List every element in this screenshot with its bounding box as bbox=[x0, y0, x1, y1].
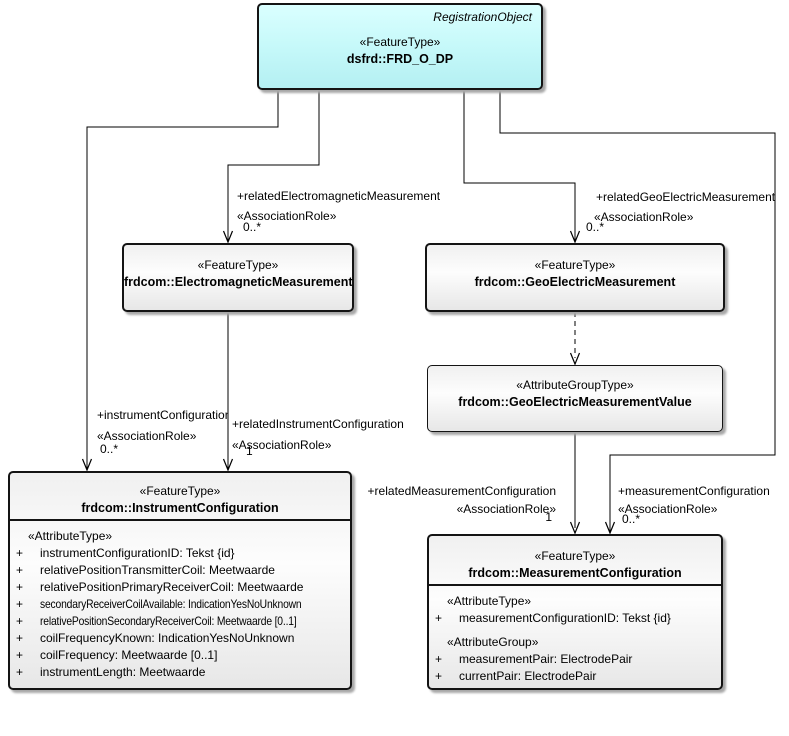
visibility-prefix: + bbox=[435, 669, 443, 683]
attribute-row: + instrumentConfigurationID: Tekst {id} bbox=[14, 545, 348, 562]
label-instrument-configuration: +instrumentConfiguration «AssociationRol… bbox=[97, 405, 228, 447]
role-name: +measurementConfiguration bbox=[618, 484, 770, 498]
attribute-text: secondaryReceiverCoilAvailable: Indicati… bbox=[40, 597, 302, 611]
visibility-prefix: + bbox=[16, 648, 24, 662]
attribute-text: relativePositionTransmitterCoil: Meetwaa… bbox=[40, 563, 275, 577]
attribute-row: + relativePositionTransmitterCoil: Meetwa… bbox=[14, 562, 348, 579]
visibility-prefix: + bbox=[16, 614, 24, 628]
attribute-text: currentPair: ElectrodePair bbox=[459, 669, 597, 683]
association-frd-to-measurement-configuration[interactable] bbox=[499, 90, 776, 535]
class-name: frdcom::GeoElectricMeasurementValue bbox=[458, 395, 692, 409]
association-frd-to-geoelectric-measurement[interactable] bbox=[463, 90, 581, 244]
visibility-prefix: + bbox=[16, 563, 24, 577]
class-header: «FeatureType» dsfrd::FRD_O_DP bbox=[259, 5, 541, 68]
stereotype-label: «FeatureType» bbox=[197, 258, 279, 272]
attribute-text: relativePositionPrimaryReceiverCoil: Mee… bbox=[40, 580, 304, 594]
attribute-section-stereotype: «AttributeType» bbox=[28, 529, 113, 543]
role-name: +instrumentConfiguration bbox=[97, 408, 228, 422]
attribute-row: + coilFrequencyKnown: IndicationYesNoUnkn… bbox=[14, 630, 348, 647]
attribute-text: measurementConfigurationID: Tekst {id} bbox=[459, 611, 671, 625]
visibility-prefix: + bbox=[16, 597, 24, 611]
association-value-to-measurement-configuration[interactable] bbox=[569, 432, 581, 535]
multiplicity-related-instrument-configuration: 1 bbox=[246, 444, 253, 458]
visibility-prefix: + bbox=[16, 546, 24, 560]
attribute-row: + secondaryReceiverCoilAvailable: Indicat… bbox=[14, 596, 348, 613]
role-name: +relatedMeasurementConfiguration bbox=[367, 484, 556, 498]
association-frd-to-electromagnetic-measurement[interactable] bbox=[222, 90, 320, 244]
label-related-measurement-configuration: +relatedMeasurementConfiguration «Associ… bbox=[330, 482, 556, 518]
association-role-stereotype: «AssociationRole» bbox=[97, 429, 197, 443]
attribute-row: + currentPair: ElectrodePair bbox=[433, 668, 719, 685]
class-frd-o-dp[interactable]: RegistrationObject «FeatureType» dsfrd::… bbox=[257, 3, 543, 90]
role-name: +relatedElectromagneticMeasurement bbox=[237, 189, 441, 203]
association-role-stereotype: «AssociationRole» bbox=[237, 209, 337, 223]
attribute-compartment: «AttributeType» + instrumentConfigurationI… bbox=[10, 519, 350, 681]
attribute-row: + relativePositionPrimaryReceiverCoil: Me… bbox=[14, 579, 348, 596]
association-frd-to-instrument-configuration[interactable] bbox=[81, 90, 279, 472]
stereotype-label: «FeatureType» bbox=[534, 549, 616, 563]
attribute-section-stereotype: «AttributeGroup» bbox=[447, 635, 539, 649]
attribute-section: «AttributeType» + measurementConfiguration… bbox=[433, 593, 719, 627]
label-measurement-configuration: +measurementConfiguration «AssociationRo… bbox=[618, 482, 770, 518]
attribute-row: + coilFrequency: Meetwaarde [0..1] bbox=[14, 647, 348, 664]
class-header: «AttributeGroupType» frdcom::GeoElectric… bbox=[428, 366, 722, 411]
attribute-text: instrumentConfigurationID: Tekst {id} bbox=[40, 546, 235, 560]
class-header: «FeatureType» frdcom::InstrumentConfigur… bbox=[10, 473, 350, 519]
multiplicity-measurement-configuration: 0..* bbox=[622, 512, 641, 526]
stereotype-label: «FeatureType» bbox=[139, 484, 221, 498]
attribute-text: coilFrequency: Meetwaarde [0..1] bbox=[40, 648, 218, 662]
class-measurement-configuration[interactable]: «FeatureType» frdcom::MeasurementConfigu… bbox=[427, 534, 723, 690]
class-name: frdcom::GeoElectricMeasurement bbox=[474, 275, 676, 289]
role-name: +relatedInstrumentConfiguration bbox=[232, 417, 404, 431]
attribute-text: relativePositionSecondaryReceiverCoil: M… bbox=[40, 614, 297, 628]
multiplicity-instrument-configuration: 0..* bbox=[100, 442, 119, 456]
class-name: frdcom::ElectromagneticMeasurement bbox=[124, 275, 353, 289]
visibility-prefix: + bbox=[16, 580, 24, 594]
attribute-row: + measurementPair: ElectrodePair bbox=[433, 651, 719, 668]
visibility-prefix: + bbox=[435, 611, 443, 625]
visibility-prefix: + bbox=[16, 631, 24, 645]
attribute-text: instrumentLength: Meetwaarde bbox=[40, 665, 206, 679]
class-name: frdcom::MeasurementConfiguration bbox=[468, 566, 682, 580]
visibility-prefix: + bbox=[16, 665, 24, 679]
class-electromagnetic-measurement[interactable]: «FeatureType» frdcom::ElectromagneticMea… bbox=[122, 243, 354, 312]
class-header: «FeatureType» frdcom::GeoElectricMeasure… bbox=[427, 245, 723, 291]
registration-object-annotation: RegistrationObject bbox=[433, 10, 532, 24]
class-name: dsfrd::FRD_O_DP bbox=[346, 52, 454, 66]
visibility-prefix: + bbox=[435, 652, 443, 666]
association-role-stereotype: «AssociationRole» bbox=[232, 438, 332, 452]
attribute-row: + measurementConfigurationID: Tekst {id} bbox=[433, 610, 719, 627]
class-geoelectric-measurement[interactable]: «FeatureType» frdcom::GeoElectricMeasure… bbox=[425, 243, 725, 312]
attribute-section: «AttributeType» + instrumentConfigurationI… bbox=[14, 528, 348, 681]
attribute-row: + instrumentLength: Meetwaarde bbox=[14, 664, 348, 681]
attribute-text: coilFrequencyKnown: IndicationYesNoUnkno… bbox=[40, 631, 295, 645]
attribute-compartment: «AttributeType» + measurementConfiguration… bbox=[429, 584, 721, 685]
attribute-text: measurementPair: ElectrodePair bbox=[459, 652, 633, 666]
attribute-row: + relativePositionSecondaryReceiverCoil: … bbox=[14, 613, 348, 630]
role-name: +relatedGeoElectricMeasurement bbox=[596, 190, 776, 204]
stereotype-label: «FeatureType» bbox=[534, 258, 616, 272]
class-header: «FeatureType» frdcom::ElectromagneticMea… bbox=[124, 245, 353, 291]
attribute-section: «AttributeGroup» + measurementPair: Electr… bbox=[433, 634, 719, 685]
multiplicity-related-measurement-configuration: 1 bbox=[545, 510, 552, 524]
label-related-instrument-configuration: +relatedInstrumentConfiguration «Associa… bbox=[232, 414, 404, 456]
association-role-stereotype: «AssociationRole» bbox=[618, 502, 718, 516]
multiplicity-related-geoelectric: 0..* bbox=[586, 220, 605, 234]
stereotype-label: «AttributeGroupType» bbox=[516, 378, 634, 392]
class-geoelectric-measurement-value[interactable]: «AttributeGroupType» frdcom::GeoElectric… bbox=[427, 365, 723, 432]
class-instrument-configuration[interactable]: «FeatureType» frdcom::InstrumentConfigur… bbox=[8, 471, 352, 690]
association-role-stereotype: «AssociationRole» bbox=[456, 502, 556, 516]
class-header: «FeatureType» frdcom::MeasurementConfigu… bbox=[429, 536, 721, 584]
stereotype-label: «FeatureType» bbox=[359, 35, 441, 49]
association-electromagnetic-to-instrument-configuration[interactable] bbox=[222, 312, 234, 472]
association-role-stereotype: «AssociationRole» bbox=[594, 210, 694, 224]
class-name: frdcom::InstrumentConfiguration bbox=[81, 501, 279, 515]
attribute-section-stereotype: «AttributeType» bbox=[447, 594, 532, 608]
dependency-geoelectric-to-measurement-value[interactable] bbox=[569, 312, 581, 366]
label-related-electromagnetic-measurement: +relatedElectromagneticMeasurement «Asso… bbox=[237, 186, 440, 226]
label-related-geoelectric-measurement: +relatedGeoElectricMeasurement «Associat… bbox=[594, 187, 775, 227]
multiplicity-related-electromagnetic: 0..* bbox=[243, 220, 262, 234]
